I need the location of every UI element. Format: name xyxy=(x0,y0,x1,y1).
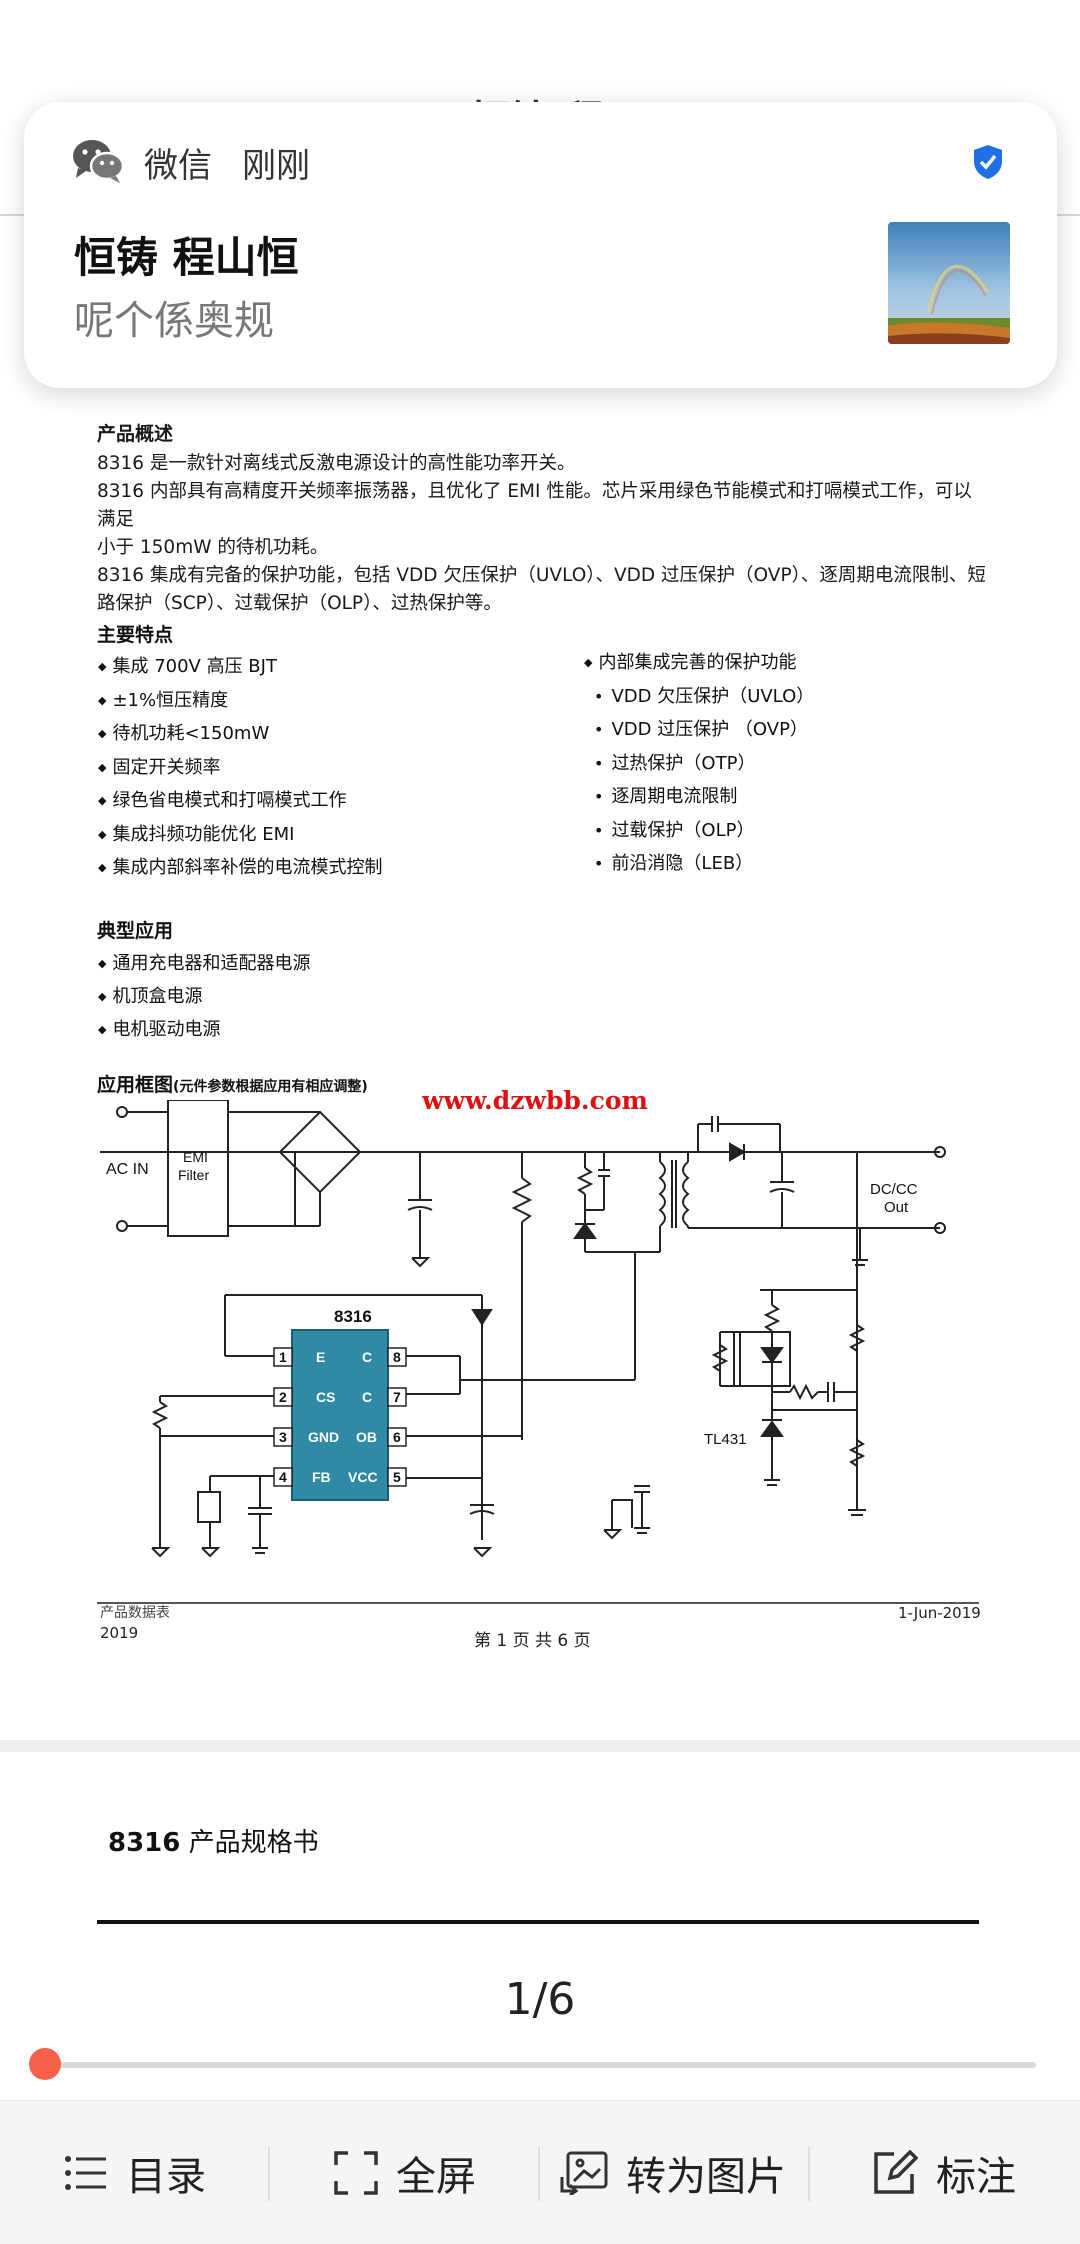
page-gap xyxy=(0,1740,1080,1752)
footer-year: 2019 xyxy=(100,1624,139,1642)
page-indicator: 1/6 xyxy=(504,1974,576,2025)
chip-label: 8316 xyxy=(334,1307,372,1326)
feature-subitem: 过载保护（OLP） xyxy=(584,814,814,848)
feature-item: 内部集成完善的保护功能 xyxy=(584,646,814,680)
chip-body xyxy=(291,1329,389,1501)
feature-subitem: 前沿消隐（LEB） xyxy=(584,847,814,881)
toc-label: 目录 xyxy=(126,2154,206,2200)
overview-line: 8316 是一款针对离线式反激电源设计的高性能功率开关。 xyxy=(97,453,576,474)
pin-name: OB xyxy=(356,1429,377,1445)
page2-title: 8316 产品规格书 xyxy=(108,1822,319,1859)
footer-date: 1-Jun-2019 xyxy=(898,1604,981,1622)
page2-rule xyxy=(97,1920,979,1924)
toolbar-separator xyxy=(538,2147,540,2201)
application-item: 机顶盒电源 xyxy=(98,980,310,1013)
pin-name: FB xyxy=(312,1469,331,1485)
pin-name: C xyxy=(362,1389,372,1405)
notification-time: 刚刚 xyxy=(242,146,310,186)
document-page-2: 8316 产品规格书 xyxy=(0,1752,1080,1952)
verified-shield-icon xyxy=(974,145,1002,179)
feature-item: 固定开关频率 xyxy=(98,751,382,785)
image-convert-icon xyxy=(560,2151,608,2195)
overview-line: 路保护（SCP）、过载保护（OLP）、过热保护等。 xyxy=(97,593,502,614)
list-icon xyxy=(65,2156,106,2190)
annotate-label: 标注 xyxy=(936,2154,1016,2200)
notification-message: 呢个係奥规 xyxy=(74,298,274,344)
watermark: www.dzwbb.com xyxy=(422,1086,648,1115)
feature-item: 待机功耗<150mW xyxy=(98,717,382,751)
emi-label: EMI xyxy=(183,1149,208,1165)
fullscreen-icon xyxy=(334,2151,378,2195)
edit-icon xyxy=(874,2150,918,2194)
notification-image-thumbnail xyxy=(888,222,1010,344)
page2-title-text: 产品规格书 xyxy=(180,1828,319,1858)
tl431-label: TL431 xyxy=(704,1431,747,1448)
overview-line: 8316 集成有完备的保护功能，包括 VDD 欠压保护（UVLO）、VDD 过压… xyxy=(97,565,986,586)
diagram-heading: 应用框图(元件参数根据应用有相应调整) xyxy=(97,1070,368,1097)
fullscreen-label: 全屏 xyxy=(396,2154,476,2200)
pin-name: VCC xyxy=(348,1469,378,1485)
toolbar-separator xyxy=(808,2147,810,2201)
out-label: Out xyxy=(884,1199,909,1216)
pin-name: C xyxy=(362,1349,372,1365)
feature-item: 集成抖频功能优化 EMI xyxy=(98,818,382,852)
pin-number: 2 xyxy=(279,1389,287,1405)
footer-page-number: 第 1 页 共 6 页 xyxy=(474,1631,591,1651)
footer-doc-type: 产品数据表 xyxy=(100,1605,170,1621)
diagram-note: (元件参数根据应用有相应调整) xyxy=(173,1079,368,1095)
overview-line: 8316 内部具有高精度开关频率振荡器，且优化了 EMI 性能。芯片采用绿色节能… xyxy=(97,481,972,530)
annotate-button[interactable]: 标注 xyxy=(872,2143,1016,2203)
pin-number: 1 xyxy=(279,1349,287,1365)
pin-number: 5 xyxy=(393,1469,401,1485)
pin-number: 7 xyxy=(393,1389,401,1405)
toolbar-separator xyxy=(268,2147,270,2201)
filter-label: Filter xyxy=(178,1167,209,1183)
pin-number: 6 xyxy=(393,1429,401,1445)
fullscreen-button[interactable]: 全屏 xyxy=(334,2143,476,2203)
overview-section: 产品概述 8316 是一款针对离线式反激电源设计的高性能功率开关。 8316 内… xyxy=(97,420,987,618)
applications-heading: 典型应用 xyxy=(97,920,174,942)
pin-number: 8 xyxy=(393,1349,401,1365)
features-heading: 主要特点 xyxy=(97,624,174,646)
overview-heading: 产品概述 xyxy=(97,423,174,445)
feature-item: 集成 700V 高压 BJT xyxy=(98,650,382,684)
application-schematic: AC IN EMI Filter DC/CC Out TL431 8316 1 … xyxy=(100,1100,946,1558)
dc-out-label: DC/CC xyxy=(870,1181,918,1198)
notification-sender: 恒铸 程山恒 xyxy=(74,233,299,282)
wechat-icon xyxy=(73,140,124,183)
pin-name: CS xyxy=(316,1389,335,1405)
viewer-controls: 1/6 目录 全屏 转为图片 xyxy=(0,1952,1080,2244)
notification-app-name: 微信 xyxy=(144,146,212,186)
features-list-left: 集成 700V 高压 BJT ±1%恒压精度 待机功耗<150mW 固定开关频率… xyxy=(98,650,382,885)
pin-name: GND xyxy=(308,1429,339,1445)
to-image-label: 转为图片 xyxy=(626,2154,786,2200)
to-image-button[interactable]: 转为图片 xyxy=(560,2143,786,2203)
feature-subitem: VDD 过压保护 （OVP） xyxy=(584,713,814,747)
overview-line: 小于 150mW 的待机功耗。 xyxy=(97,537,329,558)
feature-item: 集成内部斜率补偿的电流模式控制 xyxy=(98,851,382,885)
pin-number: 3 xyxy=(279,1429,287,1445)
page-slider-thumb[interactable] xyxy=(29,2048,61,2080)
applications-list: 通用充电器和适配器电源 机顶盒电源 电机驱动电源 xyxy=(98,947,310,1046)
page-slider-track[interactable] xyxy=(44,2062,1036,2068)
application-item: 电机驱动电源 xyxy=(98,1013,310,1046)
features-list-right: 内部集成完善的保护功能 VDD 欠压保护（UVLO） VDD 过压保护 （OVP… xyxy=(584,646,814,881)
feature-subitem: 逐周期电流限制 xyxy=(584,780,814,814)
application-item: 通用充电器和适配器电源 xyxy=(98,947,310,980)
feature-subitem: 过热保护（OTP） xyxy=(584,747,814,781)
feature-subitem: VDD 欠压保护（UVLO） xyxy=(584,680,814,714)
toc-button[interactable]: 目录 xyxy=(64,2143,206,2203)
ac-in-label: AC IN xyxy=(106,1161,149,1178)
pin-name: E xyxy=(316,1349,325,1365)
diagram-heading-text: 应用框图 xyxy=(97,1074,174,1096)
bottom-toolbar: 目录 全屏 转为图片 标注 xyxy=(0,2100,1080,2244)
pin-number: 4 xyxy=(279,1469,287,1485)
page2-title-num: 8316 xyxy=(108,1828,181,1858)
footer-rule xyxy=(97,1602,979,1604)
wechat-notification[interactable]: 微信 刚刚 恒铸 程山恒 呢个係奥规 xyxy=(24,102,1057,388)
feature-item: 绿色省电模式和打嗝模式工作 xyxy=(98,784,382,818)
feature-item: ±1%恒压精度 xyxy=(98,684,382,718)
